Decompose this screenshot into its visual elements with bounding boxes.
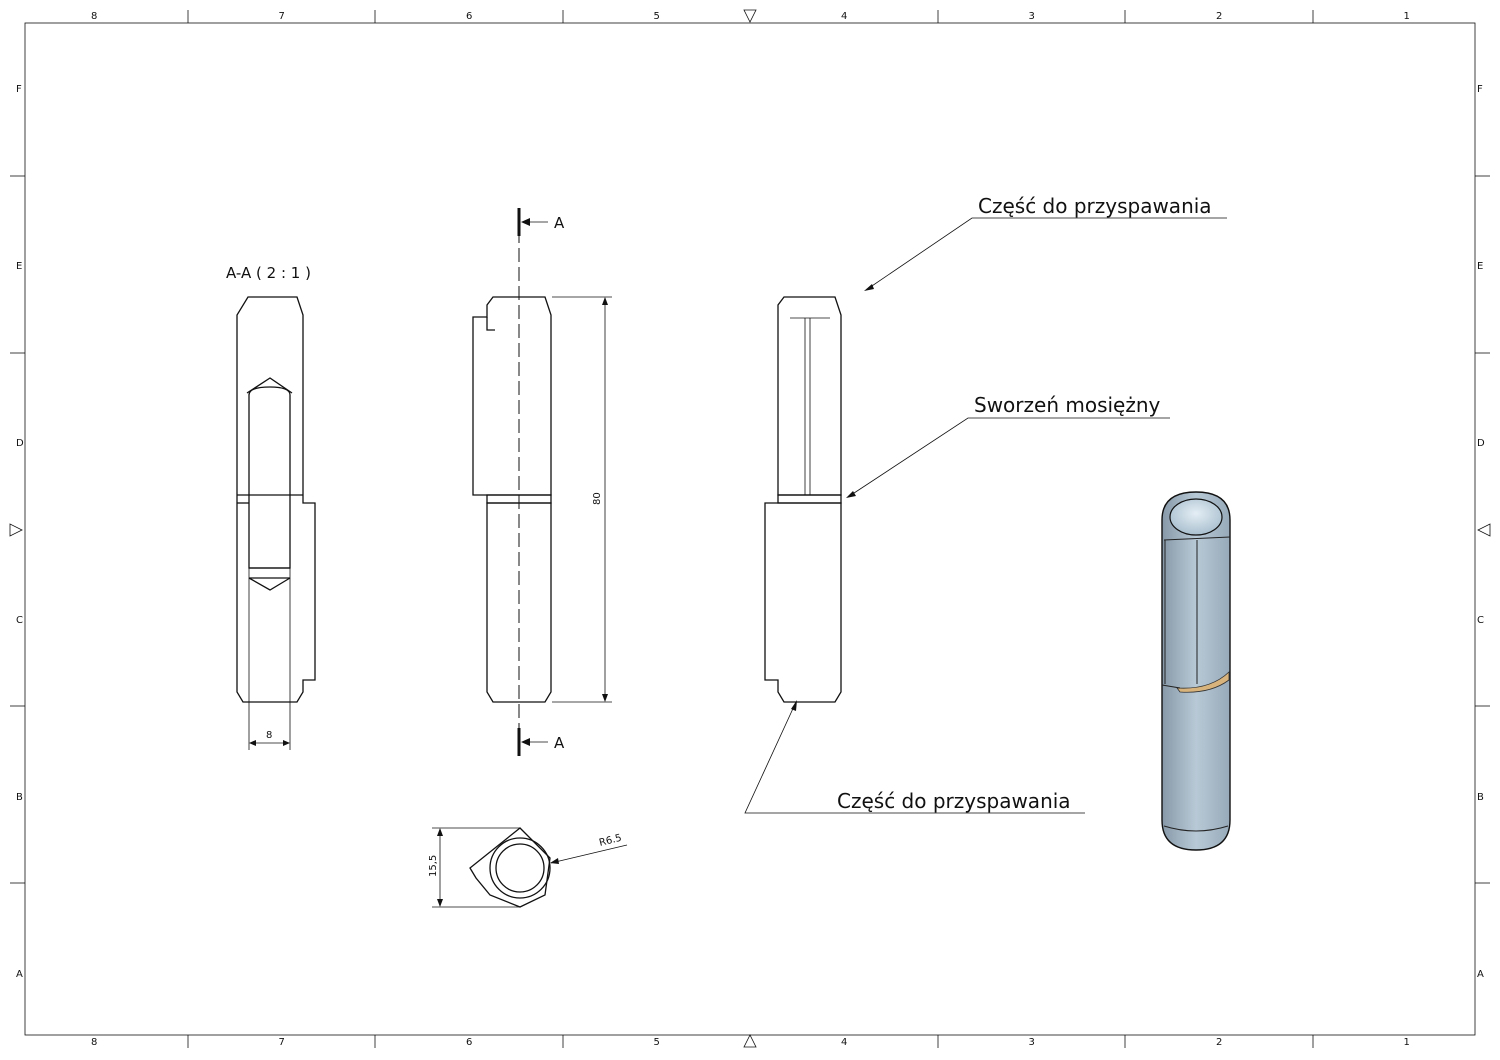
column-label: 1 [1404, 11, 1410, 22]
section-title: A-A ( 2 : 1 ) [226, 264, 311, 282]
column-label: 5 [654, 1037, 660, 1048]
center-mark-top [743, 9, 757, 23]
column-label: 3 [1029, 1037, 1035, 1048]
column-label: 5 [654, 11, 660, 22]
section-marker-bottom: A [554, 734, 565, 752]
side-view [764, 296, 842, 703]
section-marker-top: A [554, 214, 565, 232]
row-label: C [16, 615, 23, 626]
section-view-a-a: A-A ( 2 : 1 ) 8 [226, 264, 316, 750]
column-label: 2 [1216, 1037, 1222, 1048]
row-label: F [1477, 84, 1483, 95]
callout-brass-pin: Sworzeń mosiężny [974, 393, 1161, 417]
callout-weld-part-top: Część do przyspawania [978, 194, 1212, 218]
column-label: 7 [279, 1037, 285, 1048]
drawing-frame: 8 8 7 7 6 6 5 5 4 4 3 3 2 2 1 1 F F E E D D C C B B A A [9, 9, 1491, 1048]
row-label: F [16, 84, 22, 95]
dim-length: 80 [592, 492, 603, 505]
row-label: C [1477, 615, 1484, 626]
column-label: 4 [841, 1037, 847, 1048]
column-label: 3 [1029, 11, 1035, 22]
row-label: A [1477, 969, 1484, 980]
row-label: B [16, 792, 23, 803]
column-label: 6 [466, 1037, 472, 1048]
center-mark-bottom [743, 1034, 757, 1048]
dim-width: 8 [266, 730, 272, 741]
center-mark-right [1477, 523, 1491, 537]
center-mark-left [9, 523, 23, 537]
dim-height: 15,5 [428, 855, 439, 877]
front-view: A A 80 [472, 208, 612, 757]
column-label: 4 [841, 11, 847, 22]
callouts: Część do przyspawania Sworzeń mosiężny C… [744, 194, 1227, 814]
brass-ring [1176, 671, 1230, 693]
column-label: 7 [279, 11, 285, 22]
hinge-3d-render [1161, 491, 1231, 851]
row-label: B [1477, 792, 1484, 803]
row-label: D [16, 438, 24, 449]
row-label: E [16, 261, 22, 272]
row-label: E [1477, 261, 1483, 272]
callout-weld-part-bottom: Część do przyspawania [837, 789, 1071, 813]
end-view: 15,5 R6.5 [428, 827, 628, 908]
dim-radius: R6.5 [598, 833, 623, 849]
column-label: 1 [1404, 1037, 1410, 1048]
row-label: D [1477, 438, 1485, 449]
column-label: 8 [91, 1037, 97, 1048]
weld-body-section [236, 296, 316, 703]
column-label: 2 [1216, 11, 1222, 22]
column-label: 8 [91, 11, 97, 22]
row-label: A [16, 969, 23, 980]
column-label: 6 [466, 11, 472, 22]
